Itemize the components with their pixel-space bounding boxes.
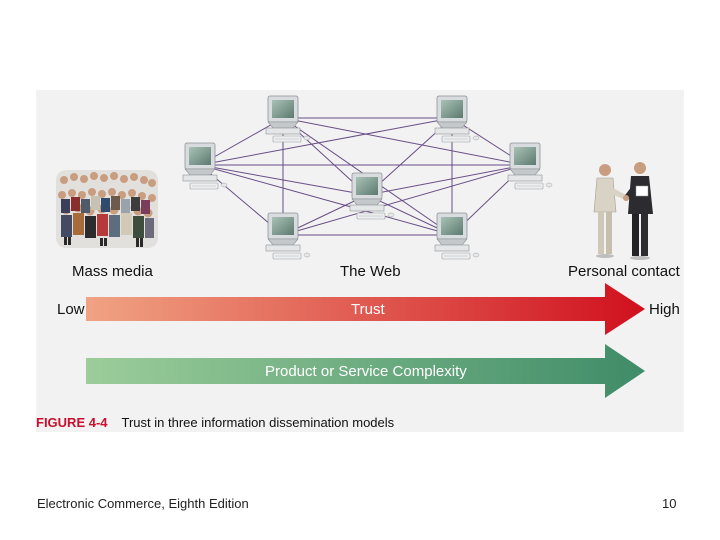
trust-low-label: Low	[57, 301, 85, 318]
complexity-arrow	[86, 344, 645, 398]
complexity-arrow-label: Product or Service Complexity	[265, 363, 467, 380]
footer-book-title: Electronic Commerce, Eighth Edition	[37, 496, 249, 511]
figure-caption: FIGURE 4-4 Trust in three information dis…	[36, 415, 394, 430]
computer-icon	[434, 212, 480, 260]
computer-icon	[507, 142, 553, 190]
label-the-web: The Web	[340, 263, 401, 280]
computer-icon	[265, 95, 311, 143]
crowd-icon	[56, 170, 158, 248]
computer-icon	[265, 212, 311, 260]
computer-icon	[349, 172, 395, 220]
trust-arrow-label: Trust	[351, 301, 385, 318]
handshake-icon	[593, 162, 653, 260]
label-personal-contact: Personal contact	[568, 263, 680, 280]
figure-caption-text: Trust in three information dissemination…	[121, 415, 395, 430]
trust-high-label: High	[649, 301, 680, 318]
page-number: 10	[662, 496, 677, 511]
label-mass-media: Mass media	[72, 263, 153, 280]
trust-arrow	[86, 283, 645, 335]
computer-icon	[434, 95, 480, 143]
figure-number: FIGURE 4-4	[36, 415, 108, 430]
